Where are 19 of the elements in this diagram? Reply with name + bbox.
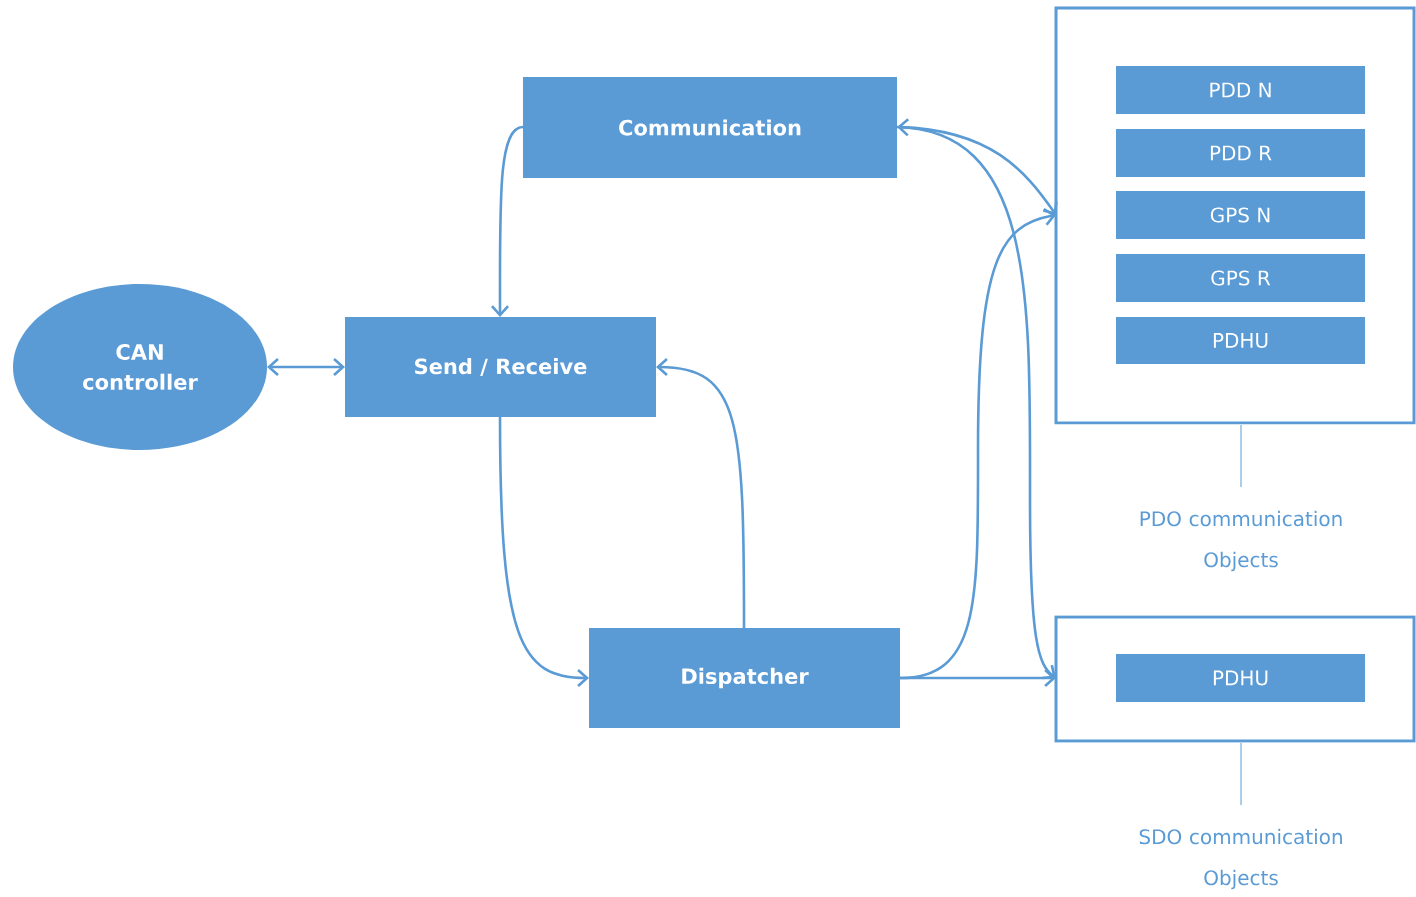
arrow xyxy=(900,669,1056,687)
object-box: PDHU xyxy=(1116,654,1365,702)
process-box: Communication xyxy=(523,77,897,178)
object-box: GPS R xyxy=(1116,254,1365,302)
arrow xyxy=(267,358,345,376)
ellipse-node: CAN controller xyxy=(13,284,267,450)
object-box: PDHU xyxy=(1116,317,1365,364)
arrow xyxy=(498,417,589,687)
process-box: Dispatcher xyxy=(589,628,900,728)
arrow xyxy=(491,125,524,317)
group-caption: PDO communication Objects xyxy=(1140,510,1342,572)
object-box: GPS N xyxy=(1116,191,1365,239)
object-box: PDD R xyxy=(1116,129,1365,177)
arrow xyxy=(897,118,1058,215)
arrow xyxy=(896,125,1056,680)
process-box: Send / Receive xyxy=(345,317,656,417)
object-box: PDD N xyxy=(1116,66,1365,114)
arrow xyxy=(656,358,746,628)
group-caption: SDO communication Objects xyxy=(1139,828,1342,890)
